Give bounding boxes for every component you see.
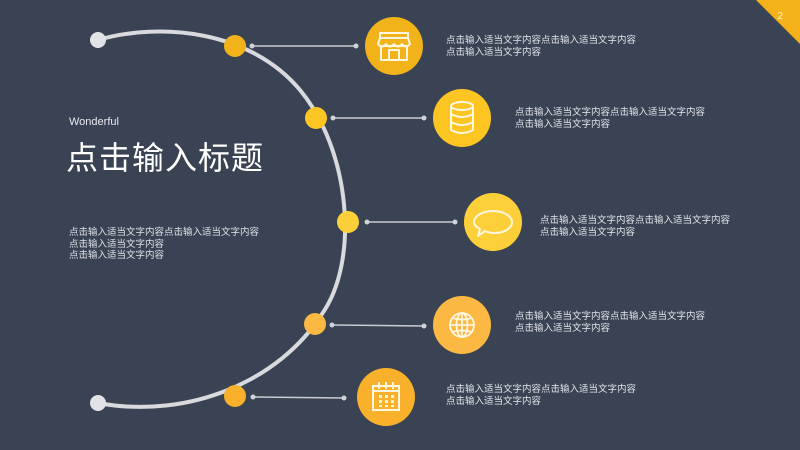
item-text-5: 点击输入适当文字内容点击输入适当文字内容 点击输入适当文字内容 [446,384,636,407]
calendar-icon [357,368,415,426]
connector-lines [249,43,458,401]
item-line: 点击输入适当文字内容 [446,395,542,407]
item-line: 点击输入适当文字内容 [540,226,636,238]
item-line: 点击输入适当文字内容点击输入适当文字内容 [515,311,706,322]
item-text-4: 点击输入适当文字内容点击输入适当文字内容 点击输入适当文字内容 [515,311,705,334]
description-line: 点击输入适当文字内容 [69,250,165,261]
store-icon [365,17,423,75]
page-number: 2 [777,11,783,22]
item-line: 点击输入适当文字内容 [446,46,542,58]
globe-icon [433,296,491,354]
subtitle: Wonderful [69,116,119,128]
item-line: 点击输入适当文字内容点击输入适当文字内容 [540,215,731,226]
corner-accent [756,0,800,44]
timeline-arc [96,29,347,409]
item-text-3: 点击输入适当文字内容点击输入适当文字内容 点击输入适当文字内容 [540,215,730,238]
arc-node-3 [337,211,359,233]
item-line: 点击输入适当文字内容点击输入适当文字内容 [446,384,637,395]
description: 点击输入适当文字内容点击输入适当文字内容 点击输入适当文字内容 点击输入适当文字… [69,227,259,262]
page-title: 点击输入标题 [66,139,265,177]
item-line: 点击输入适当文字内容 [515,118,611,130]
database-icon [433,89,491,147]
item-text-1: 点击输入适当文字内容点击输入适当文字内容 点击输入适当文字内容 [446,35,636,58]
description-line: 点击输入适当文字内容点击输入适当文字内容 [69,227,260,238]
arc-node-2 [305,107,327,129]
arc-start-dot [90,32,106,48]
item-text-2: 点击输入适当文字内容点击输入适当文字内容 点击输入适当文字内容 [515,107,705,130]
arc-end-dot [90,395,106,411]
arc-node-1 [224,35,246,57]
item-line: 点击输入适当文字内容点击输入适当文字内容 [446,35,637,46]
description-line: 点击输入适当文字内容 [69,238,165,250]
arc-node-4 [304,313,326,335]
item-line: 点击输入适当文字内容点击输入适当文字内容 [515,107,706,118]
item-line: 点击输入适当文字内容 [515,322,611,334]
arc-node-5 [224,385,246,407]
chat-bubble-icon [464,193,522,251]
